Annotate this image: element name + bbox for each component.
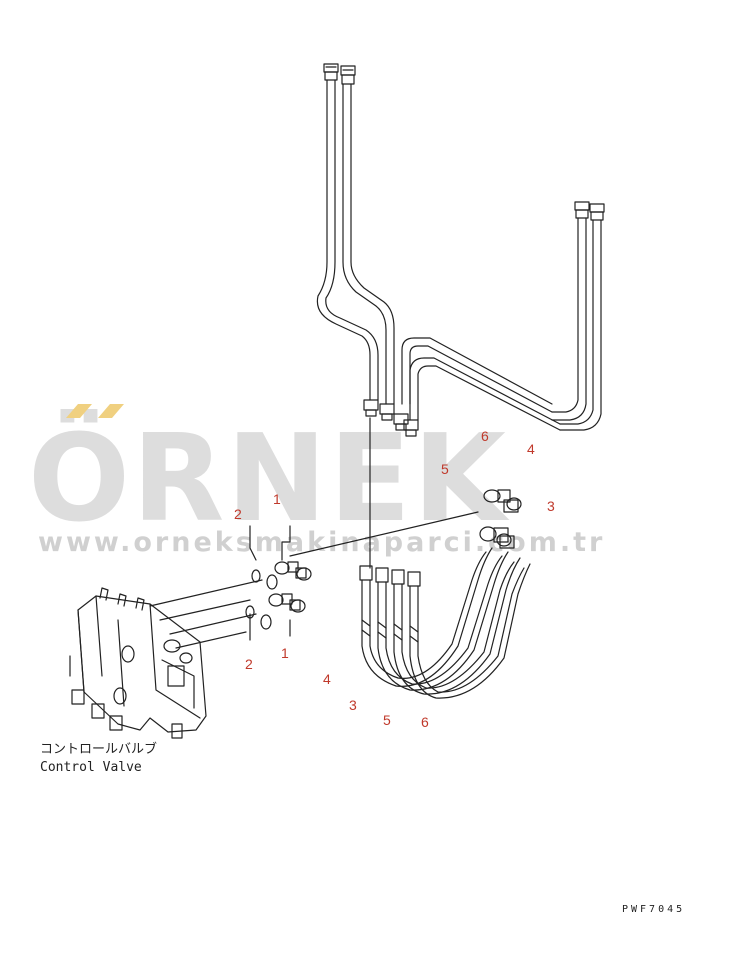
tube-right-top-fitting-a bbox=[574, 201, 590, 219]
tube-end-fitting-1 bbox=[363, 399, 379, 417]
hose-1 bbox=[359, 547, 493, 687]
callout-3-bottom: 3 bbox=[349, 697, 357, 713]
o-ring-lower bbox=[260, 614, 272, 630]
callout-1-upper: 1 bbox=[273, 491, 281, 507]
hose-fitting-lower bbox=[479, 526, 515, 549]
callout-3-right: 3 bbox=[547, 498, 555, 514]
tube-right-top-fitting-b bbox=[589, 203, 605, 221]
hose-2 bbox=[375, 551, 509, 691]
valve-line-1 bbox=[149, 579, 263, 607]
tube-end-fitting-3 bbox=[393, 413, 409, 431]
steel-tube-left-a bbox=[316, 79, 379, 401]
tube-top-fitting-b bbox=[340, 65, 356, 85]
watermark-brand: ÖRNEK bbox=[28, 410, 508, 549]
valve-line-3 bbox=[169, 613, 257, 635]
tube-end-fitting-4 bbox=[403, 419, 419, 437]
steel-tube-cross-a bbox=[401, 337, 553, 413]
steel-tube-right-a bbox=[551, 217, 587, 421]
steel-tube-right-b bbox=[559, 219, 602, 431]
control-valve-body bbox=[69, 587, 207, 739]
control-valve-label-jp: コントロールバルブ bbox=[40, 742, 158, 757]
callout-5-bottom: 5 bbox=[383, 712, 391, 728]
assembly-leader-diagonal bbox=[289, 511, 479, 557]
callout-2-upper: 2 bbox=[234, 506, 242, 522]
hose-3 bbox=[391, 557, 521, 695]
steel-tube-cross-b bbox=[409, 357, 561, 431]
callout-6-bottom: 6 bbox=[421, 714, 429, 730]
leader-1-upper bbox=[281, 525, 291, 561]
valve-line-4 bbox=[175, 631, 247, 649]
valve-line-2 bbox=[159, 599, 251, 621]
callout-4-bottom: 4 bbox=[323, 671, 331, 687]
steel-tube-left-b bbox=[342, 83, 395, 405]
callout-2-lower: 2 bbox=[245, 656, 253, 672]
adapter-fitting-lower bbox=[268, 593, 306, 613]
callout-1-lower: 1 bbox=[281, 645, 289, 661]
leader-2-upper bbox=[249, 525, 257, 561]
o-ring-upper bbox=[266, 574, 278, 590]
hose-4 bbox=[407, 563, 531, 699]
drawing-code: PWF7045 bbox=[622, 904, 686, 915]
tube-end-fitting-2 bbox=[379, 403, 395, 421]
callout-4-right: 4 bbox=[527, 441, 535, 457]
callout-6-right: 6 bbox=[481, 428, 489, 444]
watermark-accent-right bbox=[98, 404, 124, 418]
adapter-fitting-upper bbox=[274, 561, 312, 581]
tube-top-fitting-a bbox=[323, 63, 339, 81]
watermark-accent-left bbox=[66, 404, 92, 418]
callout-5-right: 5 bbox=[441, 461, 449, 477]
control-valve-label-en: Control Valve bbox=[40, 760, 142, 775]
hose-fitting-upper bbox=[483, 489, 522, 513]
